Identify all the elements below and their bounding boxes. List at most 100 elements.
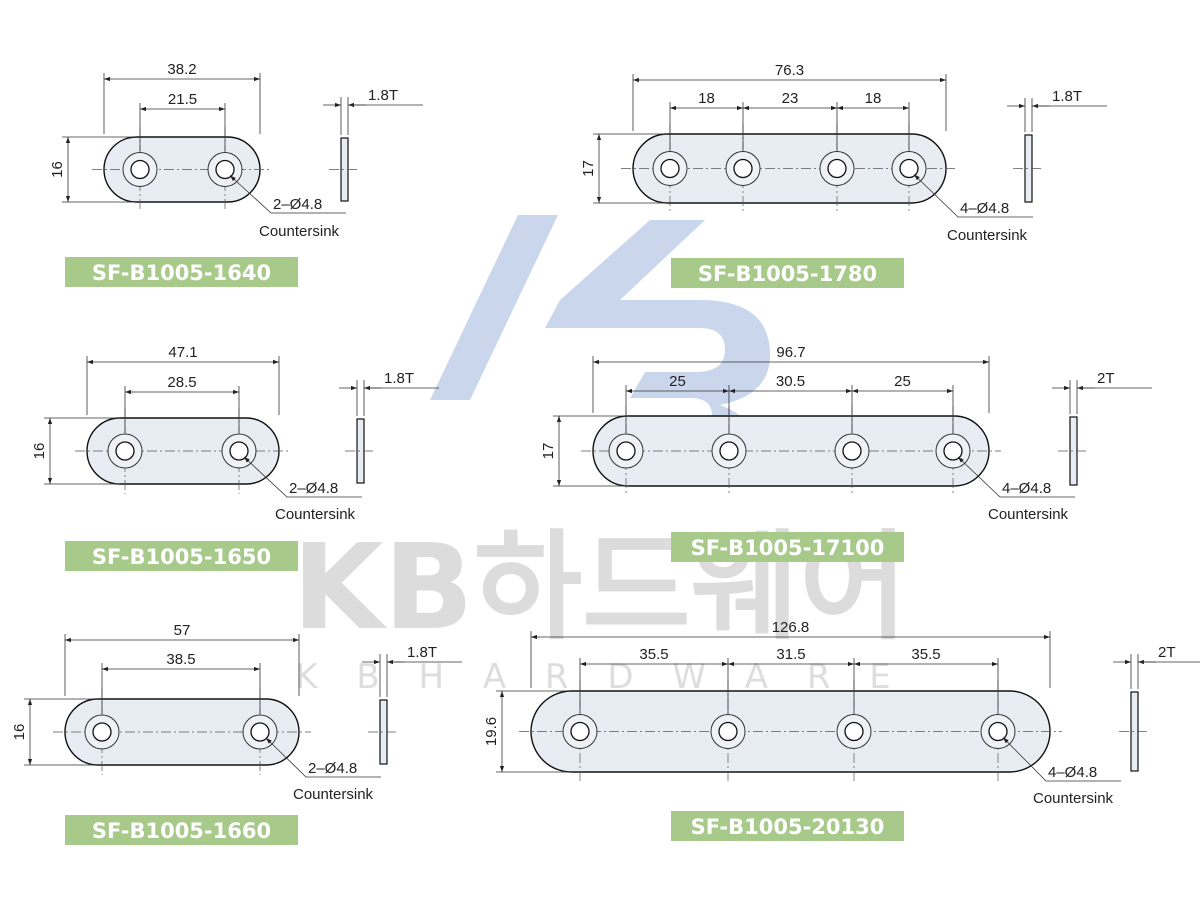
overall-length-dimension: 47.1 bbox=[86, 344, 280, 415]
hole-bore bbox=[718, 721, 738, 742]
hole-bore bbox=[229, 441, 249, 461]
hole-bore bbox=[943, 441, 963, 461]
hole-bore bbox=[215, 159, 235, 180]
hole-callout-leader bbox=[957, 456, 1075, 498]
hole-bore bbox=[660, 158, 680, 179]
hole-spacing-dimension: 35.5 bbox=[580, 646, 729, 714]
part-code-background bbox=[65, 815, 298, 845]
overall-length-dimension: 76.3 bbox=[632, 62, 947, 131]
part-code-background bbox=[671, 532, 904, 562]
height-dimension: 17 bbox=[580, 133, 668, 204]
hole-bore bbox=[92, 722, 112, 742]
part-sf-b1005-1640: 38.221.5161.8T2–Ø4.8CountersinkSF-B1005-… bbox=[49, 61, 423, 287]
part-code-text: SF-B1005-17100 bbox=[691, 536, 885, 560]
height-dimension: 19.6 bbox=[483, 690, 572, 773]
hole-bore bbox=[115, 441, 135, 461]
hole-spacing-dimension: 21.5 bbox=[140, 91, 226, 152]
hole-callout-leader bbox=[229, 175, 346, 214]
hole-bore bbox=[733, 158, 753, 179]
hole-count-diameter-label: 2–Ø4.8 bbox=[273, 196, 322, 213]
part-code-background bbox=[671, 811, 904, 841]
countersink-note: Countersink bbox=[1033, 790, 1114, 807]
overall-length-dimension: 57 bbox=[64, 622, 300, 696]
side-view: 2T bbox=[1052, 370, 1152, 486]
part-code-text: SF-B1005-1660 bbox=[92, 819, 271, 843]
hole-count-diameter-label: 4–Ø4.8 bbox=[960, 200, 1009, 217]
countersink-hole-3 bbox=[836, 681, 872, 782]
overall-length-label: 47.1 bbox=[168, 344, 197, 361]
part-code-text: SF-B1005-1650 bbox=[92, 545, 271, 569]
hole-spacing-label: 18 bbox=[698, 90, 715, 107]
countersink-note: Countersink bbox=[259, 223, 340, 240]
hole-spacing-label: 30.5 bbox=[776, 373, 805, 390]
thickness-label: 1.8T bbox=[368, 87, 398, 104]
part-code-text: SF-B1005-1780 bbox=[698, 262, 877, 286]
overall-length-dimension: 38.2 bbox=[103, 61, 261, 134]
height-dimension: 16 bbox=[11, 698, 98, 766]
countersink-hole-1 bbox=[652, 124, 688, 213]
overall-length-label: 96.7 bbox=[776, 344, 805, 361]
height-label: 19.6 bbox=[483, 717, 500, 746]
side-view: 1.8T bbox=[1007, 88, 1107, 203]
countersink-note: Countersink bbox=[988, 506, 1069, 523]
part-code-label: SF-B1005-1640 bbox=[65, 257, 298, 287]
height-label: 16 bbox=[31, 443, 48, 460]
hole-spacing-dimension: 38.5 bbox=[102, 651, 261, 714]
hole-spacing-label: 38.5 bbox=[166, 651, 195, 668]
part-code-background bbox=[65, 541, 298, 571]
hole-bore bbox=[988, 721, 1008, 742]
hole-bore bbox=[616, 441, 636, 461]
hole-spacing-dimension: 18 bbox=[837, 90, 910, 151]
part-code-background bbox=[671, 258, 904, 288]
countersink-hole-2 bbox=[711, 406, 747, 496]
hole-callout-leader bbox=[913, 174, 1033, 218]
part-code-label: SF-B1005-17100 bbox=[671, 532, 904, 562]
hole-bore bbox=[719, 441, 739, 461]
overall-length-label: 126.8 bbox=[772, 619, 810, 636]
hole-count-diameter-label: 2–Ø4.8 bbox=[289, 480, 338, 497]
height-label: 16 bbox=[11, 724, 28, 741]
hole-count-diameter-label: 2–Ø4.8 bbox=[308, 760, 357, 777]
hole-spacing-dimension: 28.5 bbox=[125, 374, 240, 433]
hole-spacing-label: 28.5 bbox=[167, 374, 196, 391]
overall-length-label: 38.2 bbox=[167, 61, 196, 78]
hole-count-diameter-label: 4–Ø4.8 bbox=[1002, 480, 1051, 497]
hole-count-diameter-label: 4–Ø4.8 bbox=[1048, 764, 1097, 781]
hole-bore bbox=[250, 722, 270, 742]
hole-callout-leader bbox=[243, 456, 362, 498]
countersink-note: Countersink bbox=[275, 506, 356, 523]
hole-spacing-label: 23 bbox=[782, 90, 799, 107]
hole-spacing-dimension: 18 bbox=[670, 90, 744, 151]
part-code-background bbox=[65, 257, 298, 287]
countersink-hole-2 bbox=[710, 681, 746, 782]
countersink-hole-2 bbox=[725, 124, 761, 213]
part-code-text: SF-B1005-1640 bbox=[92, 261, 271, 285]
part-sf-b1005-1650: 47.1 28.5 16 1.8T2–Ø4.8CountersinkSF-B1005-… bbox=[31, 344, 439, 571]
hole-spacing-dimension: 31.5 bbox=[728, 646, 855, 714]
part-code-label: SF-B1005-1660 bbox=[65, 815, 298, 845]
hole-spacing-dimension: 35.5 bbox=[854, 646, 999, 714]
thickness-label: 1.8T bbox=[407, 644, 437, 661]
hole-bore bbox=[827, 158, 847, 179]
part-code-label: SF-B1005-20130 bbox=[671, 811, 904, 841]
height-dimension: 17 bbox=[540, 415, 628, 487]
overall-length-label: 57 bbox=[174, 622, 191, 639]
thickness-label: 2T bbox=[1097, 370, 1115, 387]
hole-bore bbox=[899, 158, 919, 179]
side-view: 1.8T bbox=[339, 370, 439, 484]
hole-callout-leader bbox=[265, 737, 381, 778]
side-view: 1.8T bbox=[323, 87, 423, 202]
hole-spacing-label: 18 bbox=[865, 90, 882, 107]
hole-bore bbox=[844, 721, 864, 742]
part-code-label: SF-B1005-1650 bbox=[65, 541, 298, 571]
hole-spacing-label: 35.5 bbox=[911, 646, 940, 663]
